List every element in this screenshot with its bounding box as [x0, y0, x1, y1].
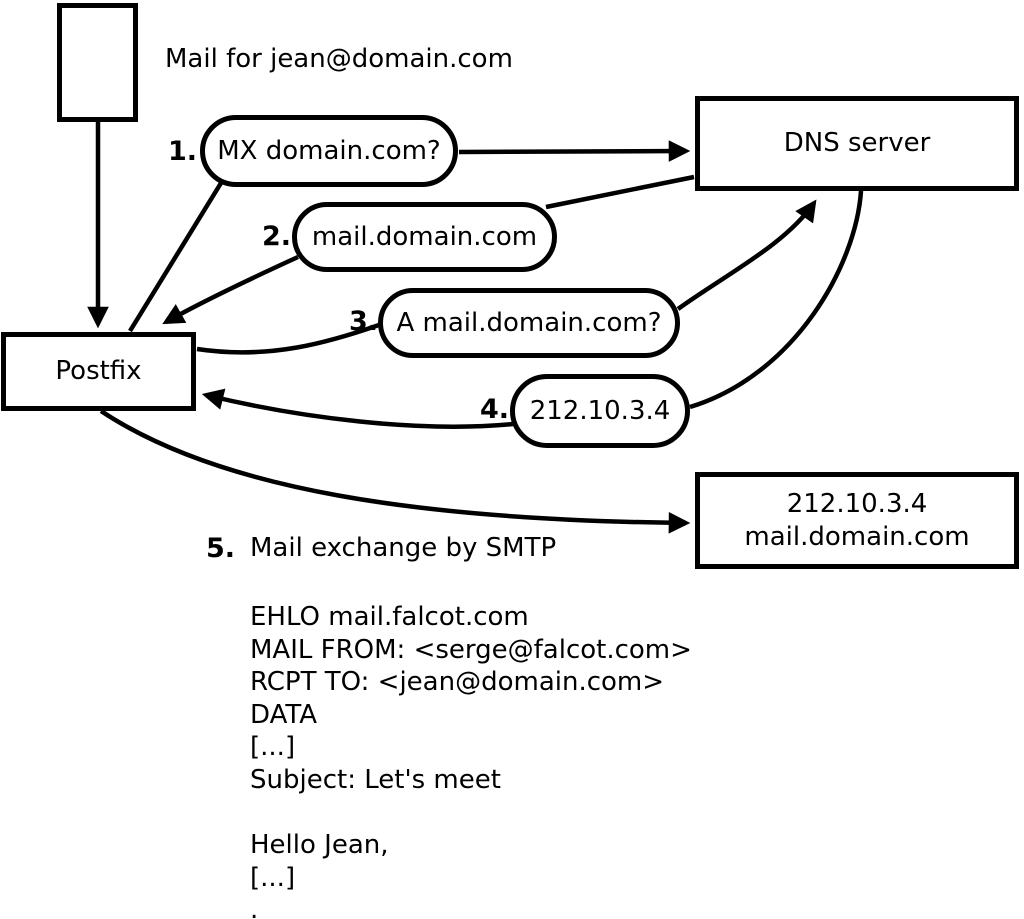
arrow-query3-to-dns	[676, 199, 817, 311]
step-5-label: Mail exchange by SMTP	[250, 533, 557, 563]
mail-envelope-icon	[57, 3, 138, 122]
arrow-response2-to-postfix	[162, 254, 299, 325]
query-bubble-mx-label: MX domain.com?	[217, 136, 441, 166]
dns-server-label: DNS server	[783, 128, 931, 158]
response-bubble-mailhost-label: mail.domain.com	[311, 222, 538, 252]
arrow-query1-to-dns	[458, 140, 691, 162]
query-bubble-a-record: A mail.domain.com?	[378, 288, 680, 358]
mail-for-label: Mail for jean@domain.com	[165, 44, 513, 74]
smtp-session-text: EHLO mail.falcot.com MAIL FROM: <serge@f…	[250, 602, 692, 919]
step-2-number: 2.	[261, 221, 291, 252]
line-dns-to-response4	[689, 190, 864, 410]
postfix-node: Postfix	[1, 332, 196, 411]
mail-server-ip: 212.10.3.4	[786, 488, 928, 519]
query-bubble-mx: MX domain.com?	[200, 115, 458, 187]
mail-server-node: 212.10.3.4 mail.domain.com	[695, 472, 1019, 569]
step-1-number: 1.	[167, 136, 197, 167]
line-postfix-to-query3	[196, 322, 380, 355]
response-bubble-ip: 212.10.3.4	[510, 374, 690, 448]
response-bubble-ip-label: 212.10.3.4	[529, 396, 671, 426]
step-4-number: 4.	[479, 394, 509, 425]
dns-server-node: DNS server	[695, 96, 1019, 191]
arrow-response4-to-postfix	[201, 388, 514, 429]
postfix-label: Postfix	[55, 356, 142, 386]
mail-server-host: mail.domain.com	[744, 521, 970, 552]
step-5-number: 5.	[205, 533, 235, 564]
response-bubble-mailhost: mail.domain.com	[292, 202, 557, 272]
line-postfix-to-query1	[128, 181, 223, 333]
step-3-number: 3.	[348, 306, 378, 337]
arrow-postfix-to-mailserver	[99, 409, 691, 534]
query-bubble-a-record-label: A mail.domain.com?	[396, 308, 662, 338]
line-dns-to-response2	[545, 174, 695, 210]
